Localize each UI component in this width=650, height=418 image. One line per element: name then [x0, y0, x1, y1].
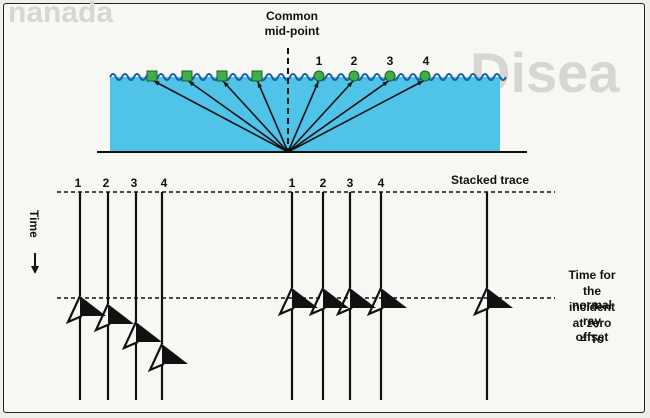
to-label-line1: Time for — [568, 268, 616, 282]
trace-number-right-3: 3 — [346, 176, 354, 190]
black-wavelet-icon — [136, 322, 162, 342]
seismic-trace — [366, 192, 407, 400]
time-axis-label: Time — [27, 210, 43, 250]
receiver-number-1: 1 — [315, 54, 323, 68]
to-label-line2: the normal — [571, 284, 612, 312]
seismic-trace — [308, 192, 349, 400]
seismic-trace — [277, 192, 318, 400]
receiver-markers — [313, 70, 431, 82]
green-square-source-icon — [181, 70, 193, 82]
green-square-source-icon — [251, 70, 263, 82]
source-markers — [146, 70, 263, 82]
trace-number-right-2: 2 — [319, 176, 327, 190]
trace-number-left-4: 4 — [160, 176, 168, 190]
black-wavelet-icon — [292, 288, 318, 308]
receiver-number-3: 3 — [386, 54, 394, 68]
seismic-trace — [93, 192, 134, 400]
seismic-trace — [472, 192, 513, 400]
black-wavelet-icon — [108, 304, 134, 324]
trace-number-left-3: 3 — [130, 176, 138, 190]
to-label-line5: = To — [579, 332, 605, 346]
ray-arrowhead — [223, 81, 229, 88]
ray-line — [221, 79, 289, 153]
seismic-trace — [335, 192, 376, 400]
seismic-trace — [147, 192, 188, 400]
black-wavelet-icon — [350, 288, 376, 308]
black-wavelet-icon — [487, 288, 513, 308]
ray-line — [287, 79, 355, 153]
receiver-number-4: 4 — [422, 54, 430, 68]
ray-arrowhead — [153, 80, 160, 86]
ray-arrowhead — [347, 81, 353, 88]
ray-line — [287, 79, 391, 153]
seismic-trace — [121, 192, 162, 400]
time-arrowhead — [31, 266, 39, 274]
trace-number-right-1: 1 — [288, 176, 296, 190]
ray-arrowhead — [417, 80, 424, 86]
green-circle-receiver-icon — [419, 70, 431, 82]
midpoint-label-line1: Common — [266, 9, 318, 23]
ray-arrowhead — [313, 81, 319, 88]
receiver-number-2: 2 — [350, 54, 358, 68]
ray-line — [186, 79, 289, 153]
green-circle-receiver-icon — [313, 70, 325, 82]
green-square-source-icon — [146, 70, 158, 82]
ray-line — [151, 79, 289, 153]
ray-line — [256, 79, 289, 153]
ray-paths — [151, 79, 426, 153]
seismic-trace — [65, 192, 106, 400]
time-axis-label-text: Time — [27, 210, 41, 238]
green-circle-receiver-icon — [384, 70, 396, 82]
ray-arrowhead — [257, 81, 263, 88]
black-wavelet-icon — [162, 344, 188, 364]
trace-number-right-4: 4 — [377, 176, 385, 190]
background-print: nanada — [8, 0, 114, 29]
ray-arrowhead — [188, 81, 195, 87]
sea-surface-wave — [109, 73, 507, 81]
black-wavelet-icon — [381, 288, 407, 308]
stacked-trace-label: Stacked trace — [451, 173, 530, 187]
black-wavelet-icon — [80, 296, 106, 316]
seismic-traces — [65, 192, 513, 400]
green-square-source-icon — [216, 70, 228, 82]
ray-line — [287, 79, 320, 153]
green-circle-receiver-icon — [348, 70, 360, 82]
to-label-line4: at zero offset — [572, 316, 612, 344]
ray-arrowhead — [382, 81, 389, 87]
trace-number-left-2: 2 — [102, 176, 110, 190]
ray-line — [287, 79, 426, 153]
midpoint-label-line2: mid-point — [264, 24, 320, 38]
to-label-line3: incident ray — [568, 300, 615, 328]
trace-number-left-1: 1 — [74, 176, 82, 190]
